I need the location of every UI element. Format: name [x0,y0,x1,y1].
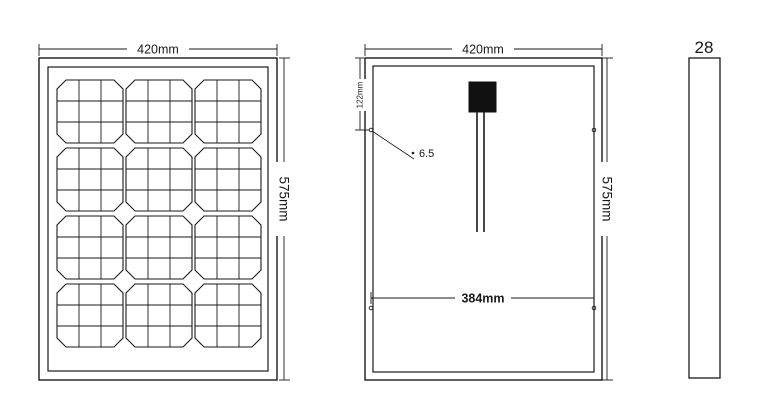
back-view [354,41,615,381]
hole-spacing-label: 384mm [461,292,504,306]
front-width-label: 420mm [137,43,179,57]
front-frame-inner [47,66,269,372]
thickness-label: 28 [695,38,714,57]
hole-offset-label: 122mm [356,81,365,108]
front-height-label: 575mm [277,176,292,221]
back-frame-inner [372,65,595,373]
back-height-label: 575mm [600,176,615,221]
junction-box [468,81,497,113]
side-view [688,57,721,379]
solar-cell [56,215,124,280]
solar-cell [194,79,262,144]
mounting-hole-top-right [591,127,597,133]
back-width-label: 420mm [462,43,504,57]
cell-grid [56,79,262,348]
solar-cell [125,147,193,212]
solar-cell [125,283,193,348]
solar-cell [56,283,124,348]
hole-diameter-label: 6.5 [419,148,434,160]
front-frame-outer [38,57,278,381]
solar-cell [194,147,262,212]
side-profile [688,57,721,379]
mounting-hole-top-left [368,127,374,133]
mounting-hole-bottom-right [591,305,597,311]
solar-cell [125,79,193,144]
hole-leader-line [371,130,415,160]
solar-cell [56,79,124,144]
solar-cell [125,215,193,280]
solar-cell [194,215,262,280]
solar-cell [56,147,124,212]
front-view [38,41,292,381]
solar-cell [194,283,262,348]
hole-leader-dot [411,151,415,155]
mounting-hole-bottom-left [368,305,374,311]
